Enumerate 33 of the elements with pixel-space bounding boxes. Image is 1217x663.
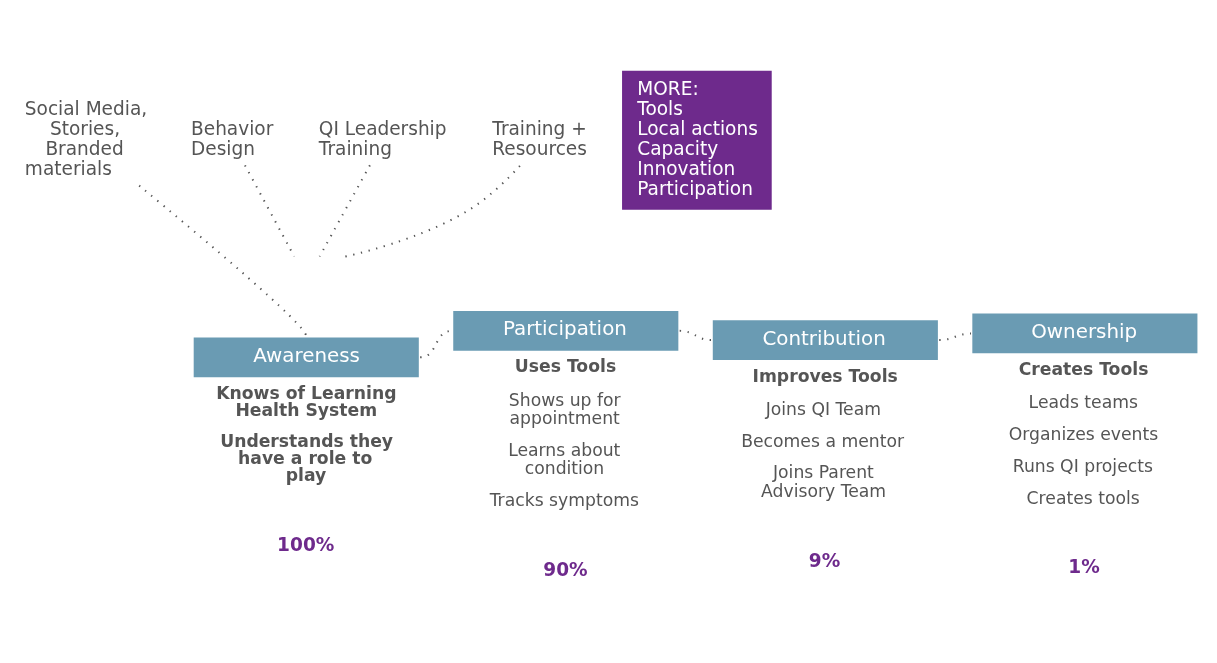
node-label: 100% (277, 533, 335, 555)
node-label: 1% (1068, 556, 1100, 578)
node-box: Participation (453, 311, 679, 351)
node-box: Contribution (712, 320, 938, 360)
connector (318, 164, 371, 258)
node-label: Tracks symptoms (489, 490, 639, 511)
node-label: Becomes a mentor (741, 430, 904, 451)
node-box: Awareness (193, 337, 419, 378)
connector (138, 184, 308, 338)
node-label: Leads teams (1028, 392, 1138, 413)
node-label: Understands they have a role to play (220, 430, 394, 485)
node-label: Learns about condition (508, 439, 621, 479)
node-text: Behavior Design (191, 118, 274, 159)
connector (938, 332, 972, 342)
node-label: Shows up for appointment (508, 389, 621, 429)
node-label: Knows of Learning Health System (216, 382, 397, 421)
node-label: Creates tools (1026, 487, 1140, 508)
node-label: Runs QI projects (1012, 455, 1153, 476)
node-label: Uses Tools (514, 356, 617, 377)
node-label: Improves Tools (752, 365, 898, 386)
node-label: Joins QI Team (765, 398, 882, 419)
node-label: Organizes events (1008, 423, 1159, 444)
node-text: Training + Resources (492, 118, 587, 159)
node-label: Joins Parent Advisory Team (761, 462, 887, 501)
node-label: 9% (808, 549, 841, 571)
connector (343, 164, 521, 258)
node-box: MORE: Tools Local actions Capacity Innovation Participation (622, 70, 772, 210)
node-label: Creates Tools (1018, 359, 1149, 380)
node-box: Ownership (972, 313, 1198, 354)
node-label: 90% (543, 559, 588, 581)
node-text: QI Leadership Training (318, 118, 447, 159)
node-text: Social Media, Stories, Branded materials (24, 98, 148, 179)
connector (678, 329, 713, 342)
